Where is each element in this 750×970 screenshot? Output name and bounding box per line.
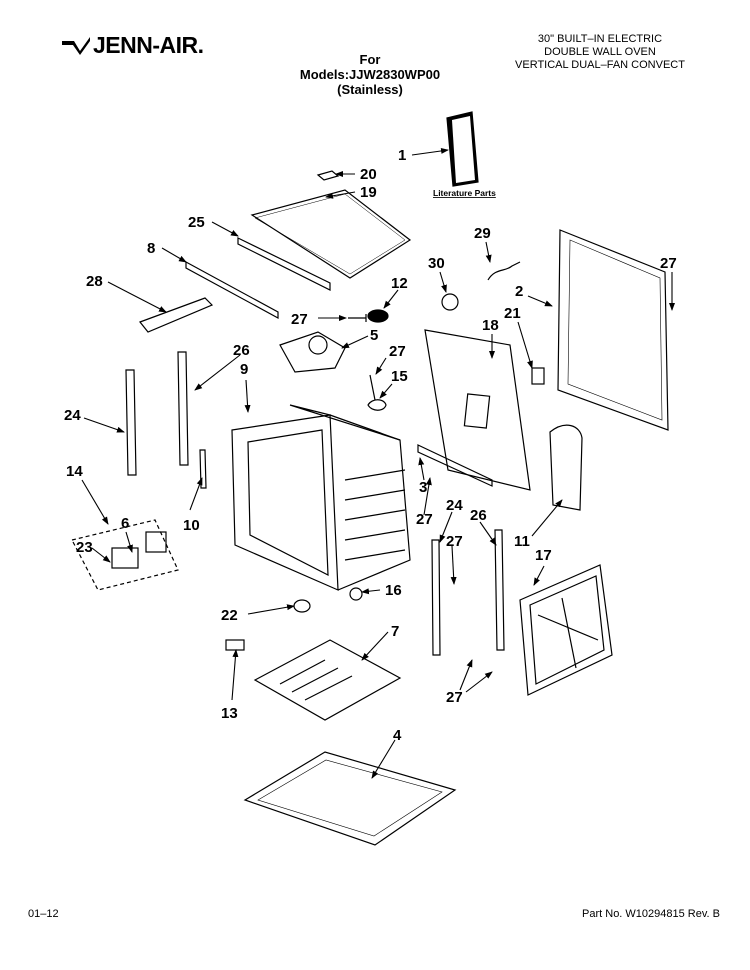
part-27-screw	[348, 314, 367, 322]
label-part-3: 3	[419, 479, 427, 496]
part-5-motor-assembly	[279, 331, 346, 373]
label-part-9: 9	[240, 361, 248, 378]
part-15-sensor	[367, 374, 387, 411]
jenn-air-logo: JENN-AIR.	[60, 30, 220, 60]
label-part-20: 20	[360, 166, 377, 183]
label-part-11: 11	[514, 533, 530, 550]
label-part-27-a: 27	[291, 311, 308, 328]
label-part-27-b: 27	[389, 343, 406, 360]
part-26-rail-right	[494, 529, 505, 651]
label-part-25: 25	[188, 214, 205, 231]
leader-lines	[81, 147, 675, 779]
footer-date: 01–12	[28, 908, 59, 920]
part-29-wire-harness	[487, 261, 521, 281]
label-part-6: 6	[121, 515, 129, 532]
label-part-16: 16	[385, 582, 402, 599]
finish-line: (Stainless)	[337, 82, 403, 97]
part-10-strip	[199, 449, 207, 489]
part-9-oven-cavity	[231, 404, 411, 591]
parts-drawing	[71, 111, 669, 846]
description-line-3: VERTICAL DUAL–FAN CONVECT	[515, 59, 685, 71]
label-part-30: 30	[428, 255, 445, 272]
part-4-bottom-panel	[243, 751, 457, 846]
part-23-panel	[111, 547, 139, 569]
label-part-28: 28	[86, 273, 103, 290]
part-30-thermostat	[441, 293, 459, 311]
label-part-5: 5	[370, 327, 378, 344]
description-line-2: DOUBLE WALL OVEN	[544, 46, 656, 58]
part-14-kit	[71, 519, 179, 591]
label-part-24-a: 24	[64, 407, 81, 424]
brand-name: JENN-AIR.	[93, 32, 204, 58]
part-24-side-rail	[125, 369, 137, 476]
part-12-fan-blade	[367, 309, 389, 323]
label-part-19: 19	[360, 184, 377, 201]
part-22-knob	[293, 599, 311, 613]
literature-parts-booklet	[446, 111, 479, 187]
part-21-switch	[531, 367, 545, 385]
label-part-27-c: 27	[660, 255, 677, 272]
part-25-trim	[237, 237, 331, 291]
brand-swoosh-icon	[62, 37, 90, 55]
part-6-switch	[145, 531, 167, 553]
label-part-29: 29	[474, 225, 491, 242]
label-part-22: 22	[221, 607, 238, 624]
label-part-18: 18	[482, 317, 499, 334]
part-3-bracket	[417, 444, 493, 487]
label-part-2: 2	[515, 283, 523, 300]
label-part-13: 13	[221, 705, 238, 722]
label-part-14: 14	[66, 463, 83, 480]
footer-part-number: Part No. W10294815 Rev. B	[582, 908, 720, 920]
label-part-27-e: 27	[446, 533, 463, 550]
label-part-21: 21	[504, 305, 521, 322]
label-part-27-f: 27	[446, 689, 463, 706]
label-part-4: 4	[393, 727, 402, 744]
product-description: 30" BUILT–IN ELECTRIC DOUBLE WALL OVEN V…	[500, 33, 700, 72]
part-7-tray	[253, 639, 402, 721]
part-28-bracket	[139, 297, 214, 333]
label-part-8: 8	[147, 240, 155, 257]
models-line: For Models:JJW2830WP00	[299, 52, 441, 82]
label-part-1: 1	[398, 147, 406, 164]
label-part-7: 7	[391, 623, 399, 640]
part-number-labels: 1 20 19 25 8 28 12 27 5 27 15 26 9 24 14…	[64, 147, 677, 744]
label-part-12: 12	[391, 275, 408, 292]
part-17-door-frame	[519, 564, 613, 696]
description-line-1: 30" BUILT–IN ELECTRIC	[537, 33, 663, 45]
label-part-10: 10	[183, 517, 200, 534]
label-part-26-b: 26	[470, 507, 487, 524]
part-11-baffle	[549, 424, 583, 511]
part-16-plug	[349, 587, 363, 601]
part-20-clip	[316, 170, 340, 181]
part-24-rail-right	[431, 539, 441, 656]
literature-parts-label: Literature Parts	[433, 188, 496, 198]
label-part-26-a: 26	[233, 342, 250, 359]
part-19-top-panel	[250, 189, 412, 279]
label-part-24-b: 24	[446, 497, 463, 514]
part-13-latch	[225, 639, 245, 651]
models-title: For Models:JJW2830WP00 (Stainless)	[290, 52, 450, 97]
label-part-15: 15	[391, 368, 408, 385]
part-2-outer-wrap	[557, 229, 669, 431]
part-26-side-rail	[177, 351, 189, 466]
part-18-rear-panel	[424, 329, 531, 491]
label-part-23: 23	[76, 539, 93, 556]
part-8-rail	[185, 260, 279, 320]
label-part-27-d: 27	[416, 511, 433, 528]
label-part-17: 17	[535, 547, 552, 564]
